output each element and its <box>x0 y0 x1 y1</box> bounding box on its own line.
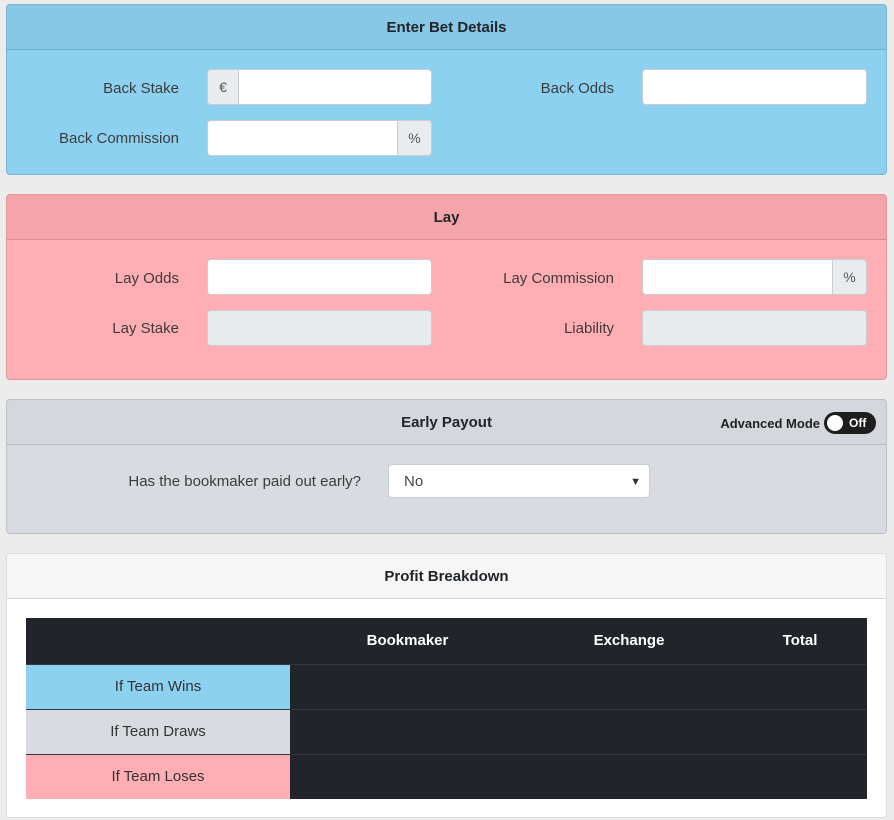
back-card-header: Enter Bet Details <box>7 5 886 50</box>
back-commission-label: Back Commission <box>58 130 179 147</box>
advanced-mode-label: Advanced Mode <box>720 415 820 431</box>
chevron-down-icon: ▼ <box>630 476 641 488</box>
lay-stake-label: Lay Stake <box>112 320 179 337</box>
lay-card-title: Lay <box>433 208 460 226</box>
back-stake-label: Back Stake <box>103 80 179 97</box>
lay-odds-label: Lay Odds <box>114 270 179 287</box>
cell-bookmaker <box>290 663 525 709</box>
back-card-title: Enter Bet Details <box>386 18 507 36</box>
column-header-exchange: Exchange <box>525 618 733 665</box>
advanced-mode-toggle[interactable]: Off <box>824 412 876 434</box>
euro-addon: € <box>207 69 239 105</box>
early-payout-select[interactable]: No ▼ <box>388 464 650 498</box>
row-label-team-wins: If Team Wins <box>26 663 290 709</box>
early-payout-header: Early Payout Advanced Mode Off <box>7 400 886 445</box>
lay-card: Lay Lay Odds Lay Commission % Lay Stake … <box>6 194 887 380</box>
lay-commission-field[interactable]: % <box>642 259 867 295</box>
lay-stake-field <box>207 310 432 346</box>
liability-field <box>642 310 867 346</box>
column-header-total: Total <box>733 618 867 665</box>
cell-exchange <box>525 708 733 754</box>
back-stake-field[interactable]: € <box>207 69 432 105</box>
profit-breakdown-card: Profit Breakdown Bookmaker Exchange Tota… <box>6 553 887 818</box>
cell-total <box>733 753 867 799</box>
profit-table: Bookmaker Exchange Total If Team Wins If… <box>26 618 867 799</box>
back-odds-field[interactable] <box>642 69 867 105</box>
table-row: If Team Loses <box>26 753 867 799</box>
toggle-state: Off <box>849 416 867 430</box>
table-row: If Team Draws <box>26 708 867 754</box>
early-payout-question: Has the bookmaker paid out early? <box>128 473 361 490</box>
column-header <box>26 618 290 665</box>
toggle-knob <box>827 415 843 431</box>
early-payout-selected: No <box>404 473 424 490</box>
early-payout-title: Early Payout <box>401 413 492 431</box>
row-label-team-draws: If Team Draws <box>26 708 290 754</box>
cell-exchange <box>525 753 733 799</box>
cell-bookmaker <box>290 753 525 799</box>
lay-card-header: Lay <box>7 195 886 240</box>
cell-exchange <box>525 663 733 709</box>
profit-breakdown-header: Profit Breakdown <box>7 554 886 599</box>
back-bet-card: Enter Bet Details Back Stake € Back Odds… <box>6 4 887 175</box>
back-commission-field[interactable]: % <box>207 120 432 156</box>
cell-bookmaker <box>290 708 525 754</box>
profit-breakdown-title: Profit Breakdown <box>384 567 509 585</box>
advanced-mode: Advanced Mode Off <box>720 412 876 434</box>
percent-addon: % <box>397 120 432 156</box>
back-odds-label: Back Odds <box>540 80 614 97</box>
liability-label: Liability <box>563 320 614 337</box>
row-label-team-loses: If Team Loses <box>26 753 290 799</box>
early-payout-card: Early Payout Advanced Mode Off Has the b… <box>6 399 887 534</box>
column-header-bookmaker: Bookmaker <box>290 618 525 665</box>
percent-addon: % <box>832 259 867 295</box>
cell-total <box>733 708 867 754</box>
cell-total <box>733 663 867 709</box>
table-row: If Team Wins <box>26 663 867 709</box>
table-header-row: Bookmaker Exchange Total <box>26 618 867 665</box>
lay-commission-label: Lay Commission <box>503 270 614 287</box>
lay-odds-field[interactable] <box>207 259 432 295</box>
